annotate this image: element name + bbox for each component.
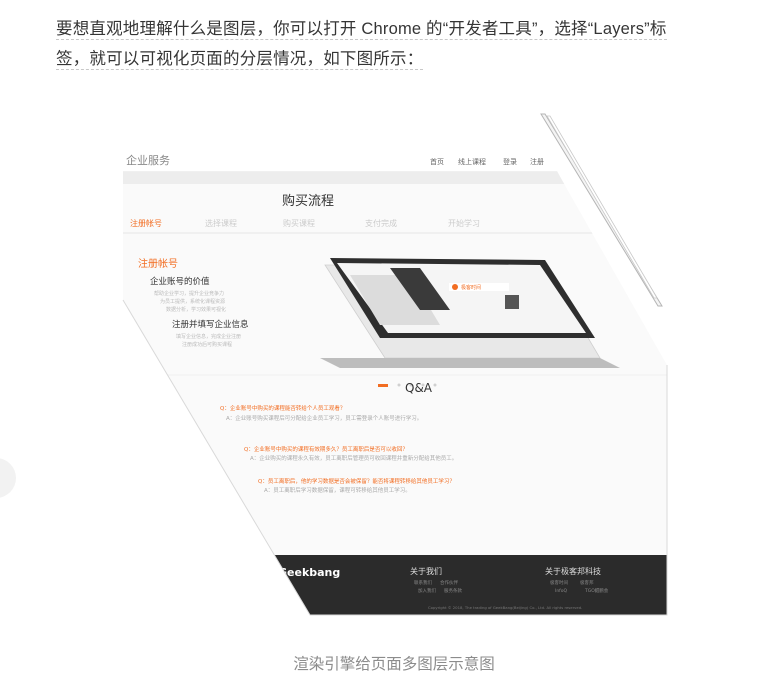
qa-answer: A：企业账号购买课程后可分配给企业员工学习，员工需登录个人账号进行学习。	[226, 414, 422, 422]
paragraph-line-1: 要想直观地理解什么是图层，你可以打开 Chrome 的“开发者工具”，选择“La…	[56, 14, 732, 44]
nav-item[interactable]: 注册	[530, 157, 544, 166]
page-layer-edge	[122, 299, 668, 616]
footer-link[interactable]: InfoQ	[555, 588, 568, 594]
footer-link[interactable]: 加入我们	[418, 587, 436, 594]
header-left-label: 企业服务	[126, 153, 170, 167]
footer-links: 联系我们 合作伙伴 加入我们 服务条款 极客时间 极客邦 InfoQ TGO鲲鹏…	[414, 579, 609, 594]
nav-item[interactable]: 登录	[503, 157, 517, 166]
step-bar: 注册帐号 选择课程 购买课程 支付完成 开始学习	[130, 218, 480, 228]
step-active: 注册帐号	[130, 218, 162, 228]
footer-col1-title: 关于我们	[410, 566, 442, 576]
qa-question: Q：员工离职后，他的学习数据是否会被保留？能否将课程转移给其他员工学习？	[258, 477, 455, 485]
fill-line: 注册成功后可购买课程	[182, 341, 232, 348]
footer-link[interactable]: TGO鲲鹏会	[584, 587, 609, 594]
side-scroll-tab[interactable]	[0, 458, 16, 498]
section-title: 购买流程	[282, 193, 334, 209]
value-line: 数据分析，学习效果可视化	[166, 306, 226, 313]
footer-link[interactable]: 服务条款	[444, 587, 462, 594]
footer-link[interactable]: 极客邦	[580, 579, 594, 586]
header-nav: 首页 线上课程 登录 注册	[430, 157, 544, 166]
paragraph-text-1: 要想直观地理解什么是图层，你可以打开 Chrome 的“开发者工具”，选择“La…	[56, 20, 667, 40]
footer-col2-title: 关于极客邦科技	[545, 566, 601, 576]
article-paragraph: 要想直观地理解什么是图层，你可以打开 Chrome 的“开发者工具”，选择“La…	[56, 14, 732, 74]
layers-illustration: 企业服务 首页 线上课程 登录 注册 购买流程 注册帐号 选择课程 购买课程 支…	[122, 113, 668, 616]
step: 选择课程	[205, 218, 237, 228]
nav-item[interactable]: 首页	[430, 157, 444, 166]
paragraph-line-2: 签，就可以可视化页面的分层情况，如下图所示：	[56, 44, 732, 74]
qa-answer: A：企业购买的课程永久有效，员工离职后管理员可收回课程并重新分配给其他员工。	[250, 454, 457, 462]
step: 开始学习	[448, 218, 480, 228]
page-layer: 企业服务 首页 线上课程 登录 注册 购买流程 注册帐号 选择课程 购买课程 支…	[123, 150, 667, 615]
qa-question: Q：企业账号中购买的课程能否转给个人员工观看？	[220, 404, 345, 412]
figure-caption: 渲染引擎给页面多图层示意图	[293, 655, 495, 673]
qa-list: Q：企业账号中购买的课程能否转给个人员工观看？ A：企业账号购买课程后可分配给企…	[220, 404, 457, 494]
qa-question: Q：企业账号中购买的课程有效期多久？员工离职后是否可以收回？	[244, 445, 408, 453]
value-title: 企业账号的价值	[150, 276, 210, 287]
qa-title: Q&A	[405, 381, 433, 395]
nav-item[interactable]: 线上课程	[458, 157, 486, 166]
footer-link[interactable]: 极客时间	[550, 579, 568, 586]
layers-figure: 企业服务 首页 线上课程 登录 注册 购买流程 注册帐号 选择课程 购买课程 支…	[0, 100, 773, 640]
fill-line: 填写企业信息，完成企业注册	[176, 333, 241, 340]
carousel-dots[interactable]	[378, 383, 437, 388]
step: 支付完成	[365, 218, 397, 228]
qa-answer: A：员工离职后学习数据保留，课程可转移给其他员工学习。	[264, 486, 411, 494]
footer-brand: Geekbang	[278, 566, 340, 579]
back-layer-edge-2	[546, 115, 658, 299]
page-footer	[123, 555, 667, 615]
value-line: 为员工提供，系统化课程资源	[160, 298, 225, 305]
value-line: 帮助企业学习，提升企业竞争力	[154, 290, 224, 297]
footer-link[interactable]: 合作伙伴	[440, 579, 458, 586]
footer-copyright: Copyright © 2018, The trading of GeekBan…	[428, 605, 582, 610]
fill-title: 注册并填写企业信息	[172, 319, 249, 330]
register-title: 注册帐号	[138, 257, 178, 270]
paragraph-text-2: 签，就可以可视化页面的分层情况，如下图所示：	[56, 50, 424, 70]
laptop-illustration: 极客时间	[320, 258, 620, 368]
footer-link[interactable]: 联系我们	[414, 579, 432, 586]
step: 购买课程	[283, 218, 315, 228]
laptop-brand: 极客时间	[461, 284, 481, 291]
